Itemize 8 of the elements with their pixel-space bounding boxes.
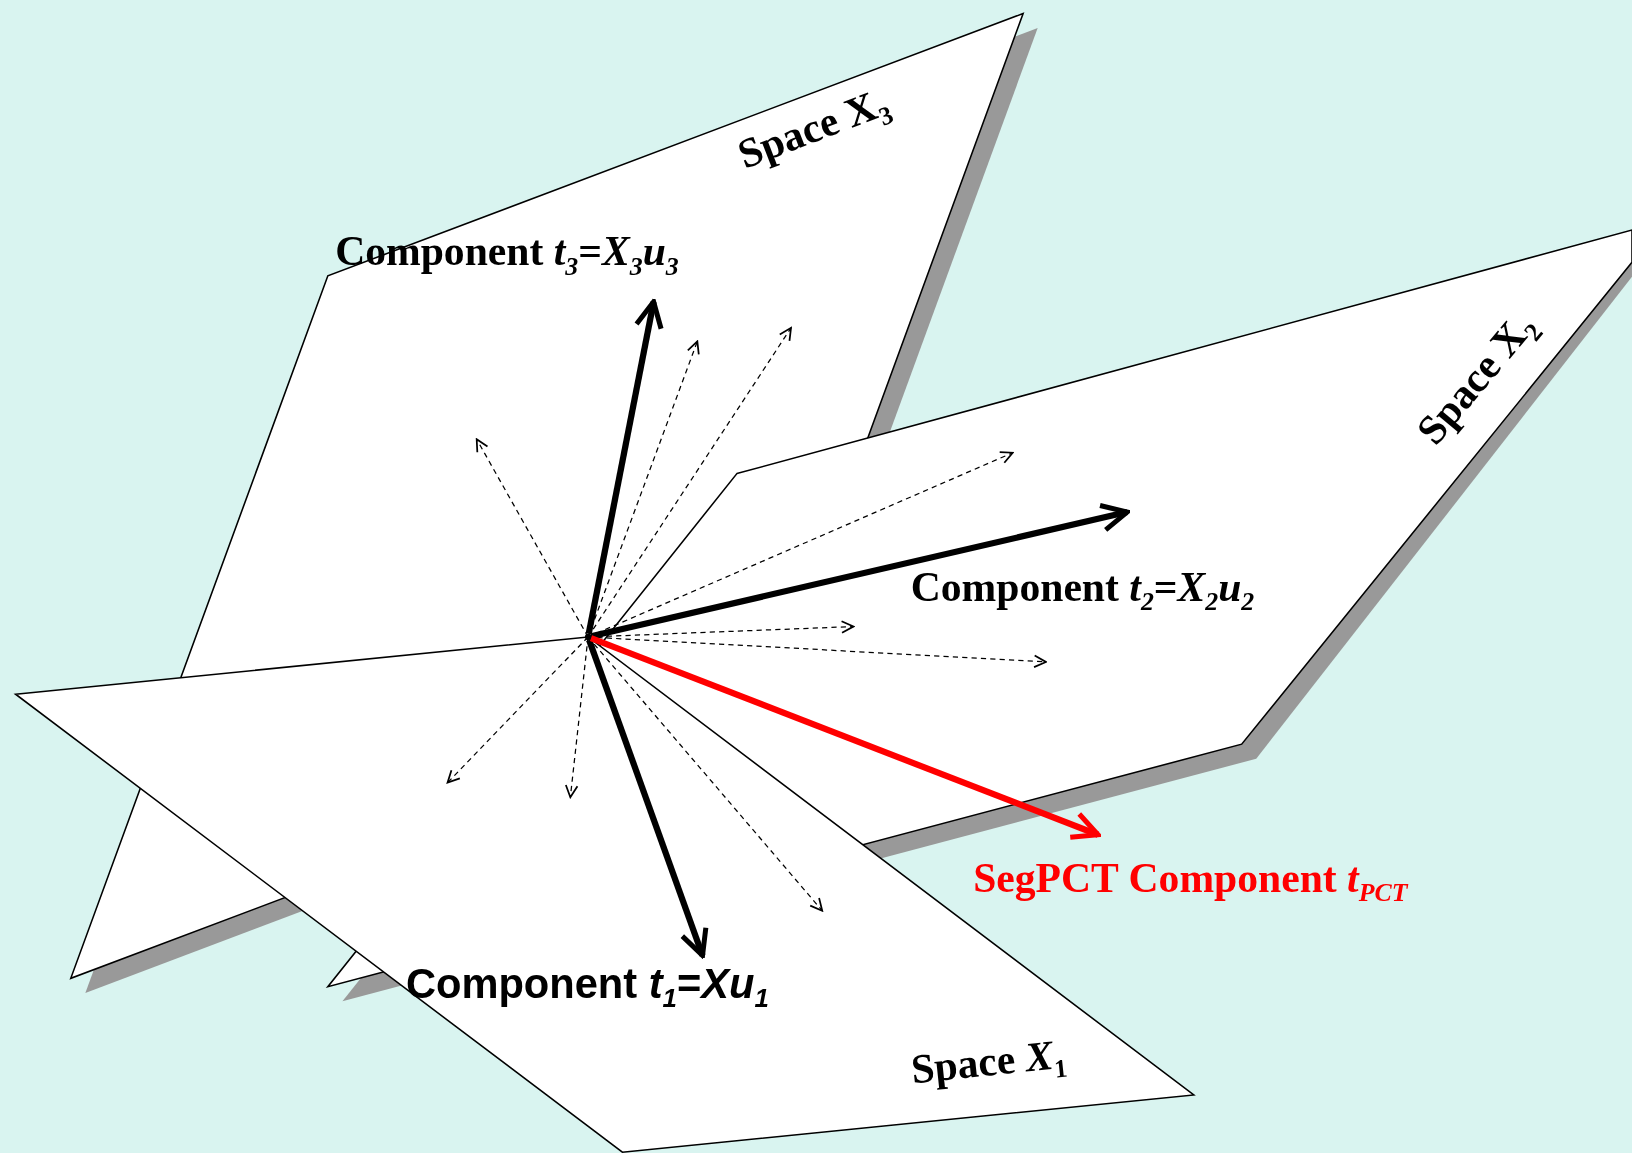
plane-label: Space X$_{1}$	[909, 1033, 1069, 1095]
component-label: Component t$_{1}$=Xu$_{1}$	[405, 962, 769, 1013]
vector-arrow	[586, 638, 709, 958]
vector-arrow	[590, 503, 1130, 640]
component-label: SegPCT Component t$_{PCT}$	[973, 857, 1408, 907]
vector-arrow	[585, 299, 664, 635]
vector-arrow	[589, 635, 1101, 840]
component-label: Component t$_{2}$=X$_{2}$u$_{2}$	[910, 566, 1255, 615]
